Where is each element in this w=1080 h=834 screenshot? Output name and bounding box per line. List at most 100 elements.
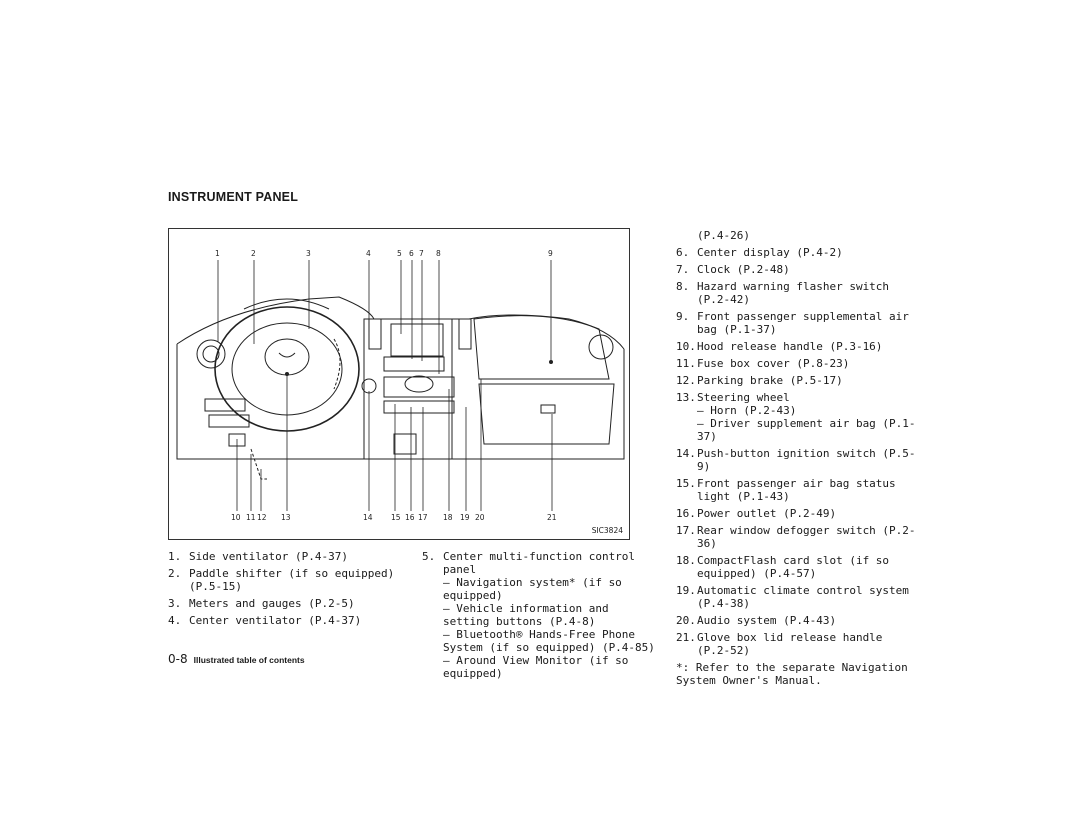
legend-number: 6. bbox=[676, 246, 690, 259]
legend-continuation: (P.4-26) bbox=[676, 229, 916, 242]
legend-item: 10.Hood release handle (P.3-16) bbox=[676, 340, 916, 353]
legend-text: Push-button ignition switch (P.5-9) bbox=[697, 447, 916, 473]
legend-item: 3. Meters and gauges (P.2-5) bbox=[168, 597, 408, 610]
legend-subitem: — Bluetooth® Hands-Free Phone System (if… bbox=[443, 628, 655, 654]
legend-number: 2. bbox=[168, 567, 182, 580]
callout-20: 20 bbox=[475, 513, 485, 522]
legend-number: 18. bbox=[676, 554, 696, 567]
callout-9: 9 bbox=[548, 249, 553, 258]
callout-10: 10 bbox=[231, 513, 241, 522]
legend-item: 4. Center ventilator (P.4-37) bbox=[168, 614, 408, 627]
callout-5: 5 bbox=[397, 249, 402, 258]
legend-number: 1. bbox=[168, 550, 182, 563]
legend-text: Side ventilator (P.4-37) bbox=[189, 550, 348, 563]
legend-number: 20. bbox=[676, 614, 696, 627]
legend-item: 17.Rear window defogger switch (P.2-36) bbox=[676, 524, 916, 550]
legend-text: Clock (P.2-48) bbox=[697, 263, 790, 276]
legend-text: Paddle shifter (if so equipped) (P.5-15) bbox=[189, 567, 395, 593]
legend-item: 6. Center display (P.4-2) bbox=[676, 246, 916, 259]
legend-item: 20.Audio system (P.4-43) bbox=[676, 614, 916, 627]
callout-21: 21 bbox=[547, 513, 557, 522]
legend-text: Fuse box cover (P.8-23) bbox=[697, 357, 850, 370]
legend-number: 10. bbox=[676, 340, 696, 353]
legend-number: 11. bbox=[676, 357, 696, 370]
legend-column-2: 5. Center multi-function control panel —… bbox=[422, 550, 660, 680]
callout-13: 13 bbox=[281, 513, 291, 522]
legend-text: Glove box lid release handle (P.2-52) bbox=[697, 631, 883, 657]
legend-number: 13. bbox=[676, 391, 696, 404]
legend-text: Meters and gauges (P.2-5) bbox=[189, 597, 355, 610]
legend-number: 17. bbox=[676, 524, 696, 537]
legend-subitem: — Vehicle information and setting button… bbox=[443, 602, 609, 628]
callout-11: 11 bbox=[246, 513, 256, 522]
legend-text: Rear window defogger switch (P.2-36) bbox=[697, 524, 916, 550]
section-title: INSTRUMENT PANEL bbox=[168, 190, 299, 204]
callout-14: 14 bbox=[363, 513, 373, 522]
legend-item: 11.Fuse box cover (P.8-23) bbox=[676, 357, 916, 370]
instrument-panel-figure: 1 2 3 4 5 6 7 8 9 10 11 12 13 14 15 16 1… bbox=[168, 228, 630, 540]
callout-7: 7 bbox=[419, 249, 424, 258]
legend-number: 16. bbox=[676, 507, 696, 520]
callout-15: 15 bbox=[391, 513, 401, 522]
legend-number: 7. bbox=[676, 263, 690, 276]
legend-item: 13. Steering wheel — Horn (P.2-43) — Dri… bbox=[676, 391, 916, 443]
legend-subitem: — Horn (P.2-43) bbox=[697, 404, 797, 417]
legend-number: 15. bbox=[676, 477, 696, 490]
callout-19: 19 bbox=[460, 513, 470, 522]
legend-text: Center display (P.4-2) bbox=[697, 246, 843, 259]
callout-3: 3 bbox=[306, 249, 311, 258]
legend-number: 5. bbox=[422, 550, 436, 563]
callout-17: 17 bbox=[418, 513, 428, 522]
legend-item: 1. Side ventilator (P.4-37) bbox=[168, 550, 408, 563]
legend-number: 19. bbox=[676, 584, 696, 597]
callout-6: 6 bbox=[409, 249, 414, 258]
legend-text: Center ventilator (P.4-37) bbox=[189, 614, 362, 627]
legend-item: 15.Front passenger air bag status light … bbox=[676, 477, 916, 503]
legend-item: 19.Automatic climate control system (P.4… bbox=[676, 584, 916, 610]
callout-4: 4 bbox=[366, 249, 371, 258]
legend-text: Automatic climate control system (P.4-38… bbox=[697, 584, 909, 610]
legend-number: 14. bbox=[676, 447, 696, 460]
figure-code: SIC3824 bbox=[591, 526, 623, 535]
legend-text: Front passenger supplemental air bag (P.… bbox=[697, 310, 909, 336]
callout-12: 12 bbox=[257, 513, 267, 522]
legend-number: 12. bbox=[676, 374, 696, 387]
legend-item: 18.CompactFlash card slot (if so equippe… bbox=[676, 554, 916, 580]
footnote: *: Refer to the separate Navigation Syst… bbox=[676, 661, 916, 687]
legend-text: Center multi-function control panel bbox=[443, 550, 636, 576]
legend-item: 2. Paddle shifter (if so equipped) (P.5-1… bbox=[168, 567, 408, 593]
callout-18: 18 bbox=[443, 513, 453, 522]
legend-item: 7. Clock (P.2-48) bbox=[676, 263, 916, 276]
footnote-text: *: Refer to the separate Navigation Syst… bbox=[676, 661, 908, 687]
legend-text: CompactFlash card slot (if so equipped) … bbox=[697, 554, 890, 580]
callout-2: 2 bbox=[251, 249, 256, 258]
legend-item: 12.Parking brake (P.5-17) bbox=[676, 374, 916, 387]
callout-16: 16 bbox=[405, 513, 415, 522]
dashboard-illustration bbox=[176, 260, 625, 511]
callout-8: 8 bbox=[436, 249, 441, 258]
legend-text: Parking brake (P.5-17) bbox=[697, 374, 843, 387]
legend-subitem: — Navigation system* (if so equipped) bbox=[443, 576, 622, 602]
legend-subitem: — Driver supplement air bag (P.1-37) bbox=[697, 417, 916, 443]
legend-item: 5. Center multi-function control panel —… bbox=[422, 550, 660, 680]
legend-item: 8. Hazard warning flasher switch (P.2-42) bbox=[676, 280, 916, 306]
legend-item: 16.Power outlet (P.2-49) bbox=[676, 507, 916, 520]
legend-item: 9. Front passenger supplemental air bag (… bbox=[676, 310, 916, 336]
page-number: 0-8 bbox=[168, 652, 188, 666]
legend-number: 4. bbox=[168, 614, 182, 627]
legend-number: 8. bbox=[676, 280, 690, 293]
legend-text: Steering wheel bbox=[697, 391, 790, 404]
legend-text: (P.4-26) bbox=[697, 229, 750, 242]
legend-text: Power outlet (P.2-49) bbox=[697, 507, 837, 520]
legend-text: Hood release handle (P.3-16) bbox=[697, 340, 883, 353]
legend-number: 21. bbox=[676, 631, 696, 644]
legend-column-1: 1. Side ventilator (P.4-37) 2. Paddle shif… bbox=[168, 550, 408, 627]
legend-number: 9. bbox=[676, 310, 690, 323]
legend-text: Audio system (P.4-43) bbox=[697, 614, 837, 627]
callout-1: 1 bbox=[215, 249, 220, 258]
legend-item: 14.Push-button ignition switch (P.5-9) bbox=[676, 447, 916, 473]
legend-number: 3. bbox=[168, 597, 182, 610]
legend-text: Hazard warning flasher switch (P.2-42) bbox=[697, 280, 890, 306]
legend-subitem: — Around View Monitor (if so equipped) bbox=[443, 654, 629, 680]
